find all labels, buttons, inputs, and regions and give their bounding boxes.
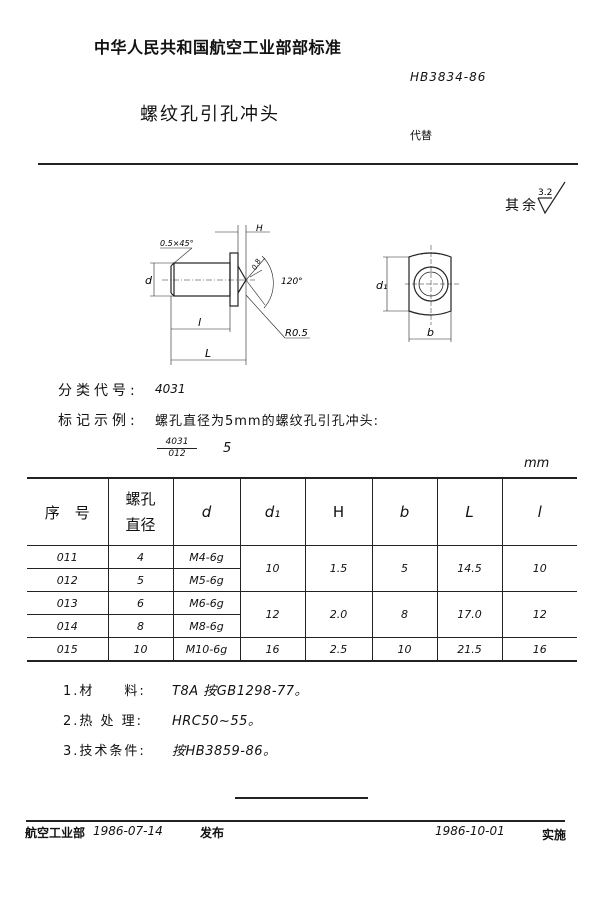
footer-issue-date: 1986-07-14 (93, 824, 163, 838)
requirement-heat-treatment-value: HRC50~55。 (172, 714, 262, 729)
cell-d: M8-6g (172, 614, 240, 638)
roughness-note: 其余 (505, 195, 539, 215)
table-unit: mm (524, 456, 550, 471)
header-h: H (304, 477, 373, 546)
dim-big-l-label: L (205, 347, 211, 360)
cell-d: M4-6g (172, 545, 241, 569)
roughness-symbol-icon: 3.2 (537, 181, 566, 215)
requirement-heat-treatment-label: 2.热 处 理: (63, 714, 144, 729)
cell-l: 10 (501, 545, 577, 592)
dim-l-label: l (198, 316, 201, 329)
cell-b: 5 (371, 545, 438, 592)
cell-h: 1.5 (304, 545, 373, 592)
cell-d1: 12 (239, 591, 306, 638)
marking-example-fraction: 4031 012 (157, 437, 197, 460)
dimensions-table: 序 号 螺孔 直径 d d₁ H b L l 011 4 M4-6g 10 1.… (27, 477, 577, 662)
classification-value: 4031 (155, 382, 186, 396)
cell-no: 013 (27, 591, 109, 615)
requirement-material-value: T8A 按GB1298-77。 (172, 684, 309, 699)
fraction-bottom: 012 (168, 449, 186, 459)
cell-big-l: 14.5 (436, 545, 503, 592)
table-header-row: 序 号 螺孔 直径 d d₁ H b L l (27, 477, 577, 546)
marking-example-description: 螺孔直径为5mm的螺纹孔引孔冲头: (155, 414, 379, 429)
cell-dia: 6 (107, 591, 174, 615)
cell-no: 014 (27, 614, 109, 638)
table-row: 014 8 M8-6g (27, 614, 577, 638)
footer-issue-label: 发布 (200, 826, 225, 840)
cell-d: M5-6g (172, 568, 240, 592)
footer-effective-date: 1986-10-01 (435, 824, 505, 838)
issuing-organization: 中华人民共和国航空工业部部标准 (94, 38, 342, 57)
chamfer-label: 0.5×45° (160, 239, 194, 248)
requirement-technical-conditions-value: 按HB3859-86。 (172, 744, 277, 759)
cell-no: 012 (27, 568, 109, 592)
angle-label: 120° (281, 277, 303, 287)
cell-b: 8 (371, 591, 438, 638)
fraction-top: 4031 (157, 437, 197, 449)
document-title: 螺纹孔引孔冲头 (140, 104, 280, 125)
cell-big-l: 21.5 (436, 637, 503, 662)
cell-no: 015 (27, 637, 109, 662)
cell-dia: 4 (107, 545, 174, 569)
marking-example-label: 标记示例: (58, 413, 139, 429)
end-divider (235, 797, 368, 799)
roughness-note-label: 其余 (505, 198, 539, 214)
header-b: b (371, 477, 438, 546)
roughness-value: 3.2 (538, 188, 552, 198)
marking-example-size: 5 (223, 441, 232, 456)
table-row: 013 6 M6-6g 12 2.0 8 17.0 12 (27, 591, 577, 638)
tip-roughness-label: 0.8 (250, 257, 263, 271)
bolt-side-view-drawing: 0.5×45° d H 120° 0.8 R0.5 l L (145, 224, 310, 365)
footer-divider (26, 820, 565, 822)
cell-b: 10 (371, 637, 438, 662)
bolt-end-view-drawing: d₁ b (376, 245, 460, 342)
dim-d1-label: d₁ (376, 279, 387, 292)
replaces-label: 代替 (410, 129, 432, 142)
header-hole-diameter-line1: 螺孔 (125, 490, 156, 508)
cell-d1: 16 (239, 637, 306, 662)
dim-b-label: b (427, 326, 434, 339)
header-l: l (501, 477, 577, 546)
header-hole-diameter: 螺孔 直径 (107, 477, 174, 546)
footer-effective-label: 实施 (542, 828, 567, 842)
header-big-l: L (436, 477, 503, 546)
standard-code: HB3834-86 (410, 70, 487, 84)
cell-big-l: 17.0 (436, 591, 503, 638)
classification-label: 分类代号: (58, 383, 139, 399)
header-hole-diameter-line2: 直径 (125, 516, 156, 534)
cell-l: 12 (501, 591, 577, 638)
dim-d-label: d (145, 274, 153, 287)
header-d: d (172, 477, 241, 546)
cell-h: 2.0 (304, 591, 373, 638)
cell-d: M6-6g (172, 591, 241, 615)
cell-h: 2.5 (304, 637, 373, 662)
cell-dia: 10 (107, 637, 174, 662)
header-divider (38, 163, 578, 165)
dim-h-label: H (256, 224, 263, 234)
header-d1: d₁ (239, 477, 306, 546)
table-row: 015 10 M10-6g 16 2.5 10 21.5 16 (27, 637, 577, 662)
table-row: 011 4 M4-6g 10 1.5 5 14.5 10 (27, 545, 577, 592)
cell-d1: 10 (239, 545, 306, 592)
cell-no: 011 (27, 545, 109, 569)
cell-d: M10-6g (172, 637, 241, 662)
requirement-technical-conditions-label: 3.技术条件: (63, 744, 146, 759)
cell-dia: 8 (107, 614, 174, 638)
cell-l: 16 (501, 637, 577, 662)
cell-dia: 5 (107, 568, 174, 592)
radius-label: R0.5 (285, 328, 308, 339)
header-serial-no: 序 号 (27, 477, 109, 546)
requirement-material-label: 1.材 料: (63, 684, 146, 699)
footer-issuer: 航空工业部 (25, 826, 86, 840)
